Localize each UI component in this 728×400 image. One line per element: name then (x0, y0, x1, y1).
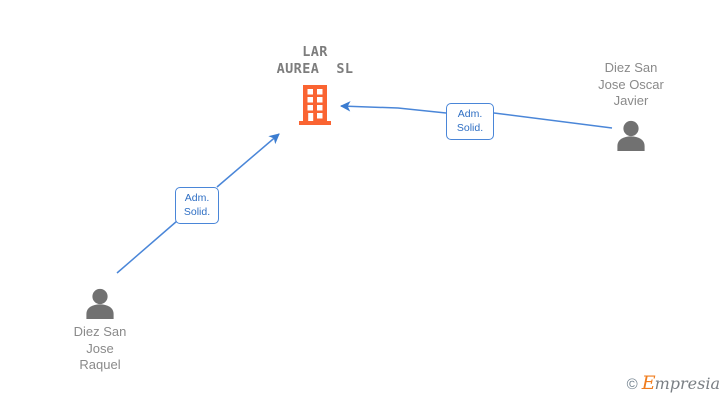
person-icon-wrap (561, 115, 701, 151)
person-icon (617, 120, 645, 151)
brand-wordmark: Empresia (642, 374, 720, 394)
company-title-line2: AUREA SL (276, 61, 354, 77)
person-node-diez-san-jose-oscar-javier[interactable]: Diez San Jose Oscar Javier (561, 60, 701, 151)
building-icon (299, 85, 331, 125)
company-title-line1: LAR (302, 44, 328, 60)
brand-initial: E (641, 372, 656, 394)
person-name: Diez San Jose Oscar Javier (598, 60, 664, 108)
person-icon-wrap (30, 283, 170, 319)
brand-rest: mpresia (654, 374, 720, 393)
person-name: Diez San Jose Raquel (73, 324, 127, 372)
person-icon (86, 288, 114, 319)
edge-label-raquel[interactable]: Adm. Solid. (175, 187, 219, 224)
person-node-diez-san-jose-raquel[interactable]: Diez San Jose Raquel (30, 283, 170, 374)
edge-label-oscar-javier[interactable]: Adm. Solid. (446, 103, 494, 140)
company-icon-wrap (250, 84, 380, 128)
copyright-icon: © (626, 375, 638, 393)
empresia-watermark: © Empresia (627, 374, 720, 394)
